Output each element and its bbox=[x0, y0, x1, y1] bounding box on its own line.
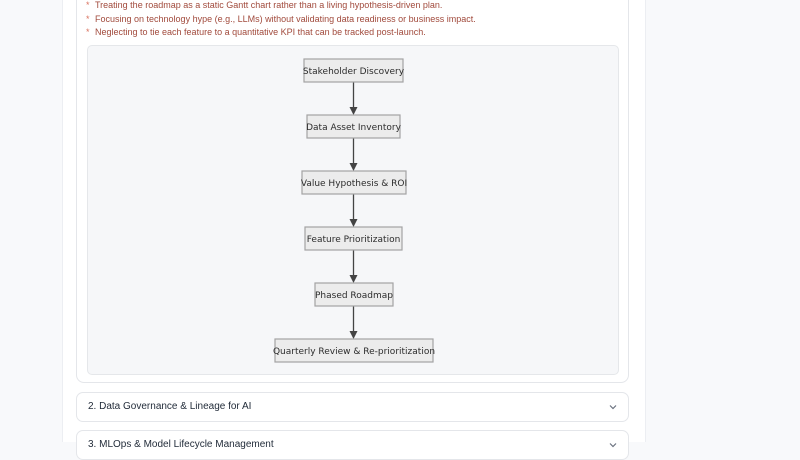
flow-node-phased-roadmap: Phased Roadmap bbox=[314, 282, 394, 307]
svg-text:Feature Prioritization: Feature Prioritization bbox=[307, 235, 401, 245]
flow-arrow bbox=[349, 250, 358, 283]
accordion-title: 3. MLOps & Model Lifecycle Management bbox=[88, 439, 274, 450]
svg-text:Value Hypothesis & ROI: Value Hypothesis & ROI bbox=[301, 179, 407, 189]
pitfall-item: * Treating the roadmap as a static Gantt… bbox=[86, 0, 626, 12]
pitfall-item: * Neglecting to tie each feature to a qu… bbox=[86, 26, 626, 39]
flow-arrow bbox=[349, 82, 358, 115]
bullet-icon: * bbox=[86, 0, 90, 10]
bullet-icon: * bbox=[86, 13, 90, 24]
flow-node-feature-prioritization: Feature Prioritization bbox=[304, 226, 403, 251]
flow-node-quarterly-review: Quarterly Review & Re-prioritization bbox=[273, 338, 435, 363]
flow-node-data-asset-inventory: Data Asset Inventory bbox=[306, 114, 402, 139]
accordion-data-governance[interactable]: 2. Data Governance & Lineage for AI bbox=[76, 392, 629, 422]
svg-text:Phased Roadmap: Phased Roadmap bbox=[315, 291, 393, 301]
svg-text:Quarterly Review & Re-prioriti: Quarterly Review & Re-prioritization bbox=[273, 347, 435, 357]
pitfall-item: * Focusing on technology hype (e.g., LLM… bbox=[86, 13, 626, 26]
flow-diagram-svg: Stakeholder Discovery Data Asset Invento… bbox=[273, 58, 435, 363]
chevron-down-icon bbox=[609, 405, 617, 410]
pitfalls-list: * Treating the roadmap as a static Gantt… bbox=[86, 0, 626, 40]
accordion-mlops[interactable]: 3. MLOps & Model Lifecycle Management bbox=[76, 430, 629, 460]
bullet-icon: * bbox=[86, 27, 90, 37]
flow-node-stakeholder-discovery: Stakeholder Discovery bbox=[303, 58, 405, 83]
accordion-title: 2. Data Governance & Lineage for AI bbox=[88, 401, 252, 412]
svg-text:Data Asset Inventory: Data Asset Inventory bbox=[306, 123, 401, 133]
pitfall-text: Focusing on technology hype (e.g., LLMs)… bbox=[95, 13, 476, 24]
flow-arrow bbox=[349, 138, 358, 171]
pitfall-text: Neglecting to tie each feature to a quan… bbox=[95, 27, 426, 37]
flow-arrow bbox=[349, 194, 358, 227]
flow-diagram: Stakeholder Discovery Data Asset Invento… bbox=[87, 45, 619, 375]
chevron-down-icon bbox=[609, 443, 617, 448]
svg-text:Stakeholder Discovery: Stakeholder Discovery bbox=[303, 67, 405, 77]
pitfall-text: Treating the roadmap as a static Gantt c… bbox=[95, 0, 443, 10]
flow-arrow bbox=[349, 306, 358, 339]
flow-node-value-hypothesis: Value Hypothesis & ROI bbox=[301, 170, 407, 195]
